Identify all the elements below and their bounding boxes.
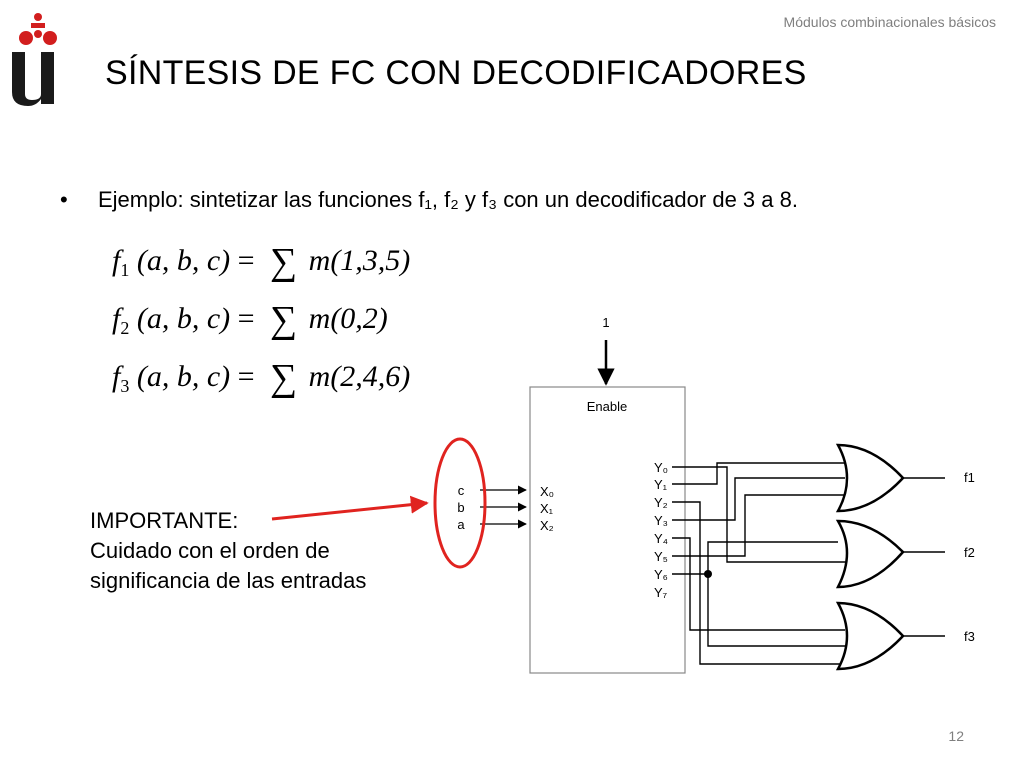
page-number: 12	[948, 728, 964, 744]
or-gate-f1	[835, 443, 905, 513]
highlight-arrow	[271, 495, 429, 521]
y-label: Y₅	[654, 549, 668, 564]
logo-dot	[34, 13, 42, 21]
bullet-item: • Ejemplo: sintetizar las funciones f₁, f…	[60, 187, 798, 213]
eq-sigma: ∑	[270, 299, 298, 341]
wire-y3	[672, 477, 845, 521]
eq-args: (a, b, c)	[136, 360, 231, 393]
bullet-dot: •	[60, 187, 68, 212]
enable-value: 1	[602, 315, 609, 330]
bullet-text: Ejemplo: sintetizar las funciones f₁, f₂…	[98, 187, 798, 212]
junction-dot	[704, 570, 712, 578]
eq-equals: =	[237, 302, 255, 335]
note-line: significancia de las entradas	[90, 568, 367, 593]
y-label: Y₃	[654, 513, 668, 528]
equations: f1 (a, b, c) = ∑ m(1,3,5) f2 (a, b, c) =…	[112, 232, 410, 406]
wire-y2	[672, 501, 850, 665]
output-label: f1	[964, 470, 975, 485]
wire-y0	[672, 466, 850, 563]
logo-dot	[43, 31, 57, 45]
note-line: IMPORTANTE:	[90, 508, 239, 533]
eq-rhs: m(2,4,6)	[308, 360, 411, 393]
eq-equals: =	[237, 360, 255, 393]
y-label: Y₀	[654, 460, 668, 475]
enable-label: Enable	[587, 399, 627, 414]
eq-equals: =	[237, 244, 255, 277]
highlight-ellipse	[433, 437, 487, 569]
eq-fn: f	[112, 244, 121, 277]
eq-sigma: ∑	[270, 241, 298, 283]
y-label: Y₄	[654, 531, 668, 546]
wire-y2-f2	[707, 541, 838, 578]
input-label: c	[458, 483, 465, 498]
wiring	[672, 462, 945, 665]
equation-f1: f1 (a, b, c) = ∑ m(1,3,5)	[112, 232, 410, 290]
logo-crossbar	[31, 23, 45, 28]
or-gate-f3	[835, 601, 905, 671]
note-line: Cuidado con el orden de	[90, 538, 330, 563]
x-label: X₂	[540, 518, 554, 533]
y-label: Y₁	[654, 477, 668, 492]
y-label: Y₇	[654, 585, 668, 600]
eq-sub: 3	[120, 376, 130, 396]
y-label: Y₂	[654, 495, 668, 510]
eq-sub: 2	[120, 318, 130, 338]
output-label: f3	[964, 629, 975, 644]
wire-y5	[672, 494, 845, 557]
or-gate-f2	[835, 519, 905, 589]
eq-sub: 1	[120, 260, 130, 280]
x-label: X₁	[540, 501, 554, 516]
wire-y4	[672, 537, 845, 631]
decoder-box	[529, 386, 686, 674]
eq-args: (a, b, c)	[136, 302, 231, 335]
wire-y6	[672, 573, 850, 647]
equation-f2: f2 (a, b, c) = ∑ m(0,2)	[112, 290, 410, 348]
logo-u	[12, 52, 54, 106]
logo-dot	[19, 31, 33, 45]
wire-y1	[672, 462, 845, 485]
eq-args: (a, b, c)	[136, 244, 231, 277]
header-caption: Módulos combinacionales básicos	[783, 14, 996, 30]
eq-fn: f	[112, 360, 121, 393]
eq-fn: f	[112, 302, 121, 335]
important-note: IMPORTANTE: Cuidado con el orden de sign…	[90, 506, 366, 596]
logo-dot	[34, 30, 42, 38]
x-label: X₀	[540, 484, 554, 499]
eq-sigma: ∑	[270, 357, 298, 399]
input-label: a	[457, 517, 465, 532]
input-label: b	[457, 500, 464, 515]
university-logo	[12, 13, 57, 106]
page-title: SÍNTESIS DE FC CON DECODIFICADORES	[105, 54, 807, 92]
output-label: f2	[964, 545, 975, 560]
y-label: Y₆	[654, 567, 668, 582]
eq-rhs: m(0,2)	[308, 302, 388, 335]
equation-f3: f3 (a, b, c) = ∑ m(2,4,6)	[112, 348, 410, 406]
eq-rhs: m(1,3,5)	[308, 244, 411, 277]
